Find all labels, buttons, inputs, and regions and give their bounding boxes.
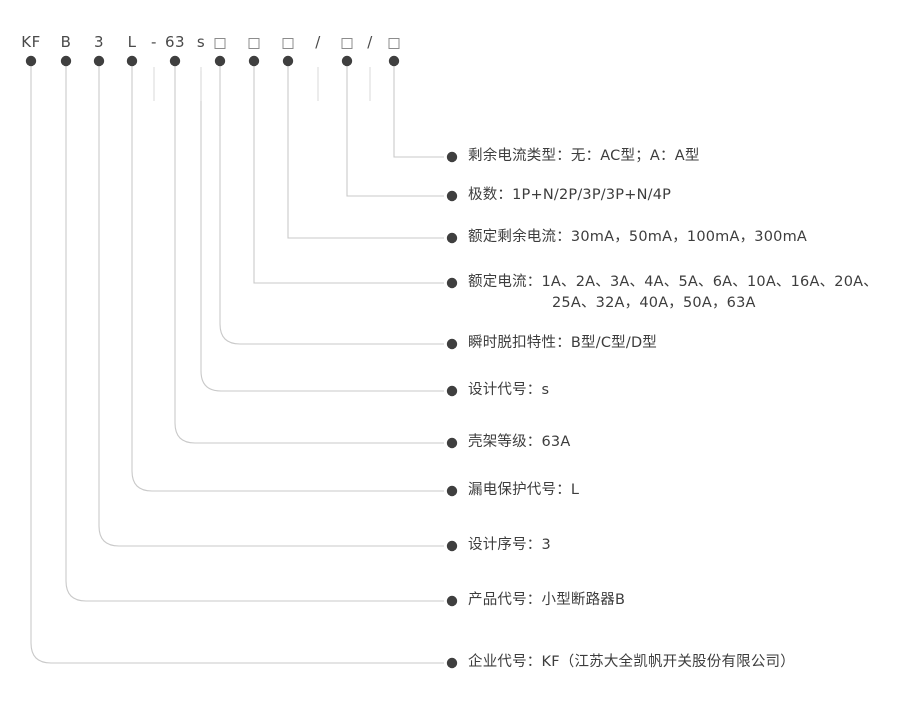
connector-rated-residual-current bbox=[287, 66, 444, 239]
code-box-box5 bbox=[388, 38, 400, 49]
callout-dot-pole-number bbox=[446, 190, 458, 202]
callout-dot-residual-current-type bbox=[446, 151, 458, 163]
code-box-box2 bbox=[248, 38, 260, 49]
callout-label-product-code: 产品代号：小型断路器B bbox=[468, 590, 625, 611]
callout-label-design-code: 设计代号：s bbox=[468, 380, 549, 401]
callout-label-line1: 设计代号：s bbox=[468, 382, 550, 398]
code-char-b: B bbox=[60, 33, 72, 51]
callout-label-line1: 剩余电流类型：无：AC型；A：A型 bbox=[468, 148, 700, 164]
connector-frame-rating bbox=[174, 66, 444, 444]
connector-product-code bbox=[65, 66, 444, 602]
code-char-l: L bbox=[127, 33, 137, 51]
callout-label-line1: 设计序号：3 bbox=[468, 537, 551, 553]
callout-dot-rated-residual-current bbox=[446, 232, 458, 244]
callout-dot-rated-current bbox=[446, 277, 458, 289]
callout-dot-design-code bbox=[446, 385, 458, 397]
callout-label-line1: 漏电保护代号：L bbox=[468, 482, 580, 498]
callout-label-line1: 极数：1P+N/2P/3P/3P+N/4P bbox=[468, 187, 672, 203]
callout-label-design-serial-number: 设计序号：3 bbox=[468, 535, 551, 556]
code-char-3: 3 bbox=[93, 33, 105, 51]
callout-label-residual-current-type: 剩余电流类型：无：AC型；A：A型 bbox=[468, 146, 700, 167]
callout-dot-enterprise-code bbox=[446, 657, 458, 669]
callout-label-line2: 25A、32A，40A，50A，63A bbox=[552, 295, 756, 311]
connector-design-code bbox=[200, 71, 444, 392]
code-dot-box3 bbox=[282, 55, 294, 67]
connector-pole-number bbox=[346, 66, 444, 197]
callout-label-line1: 额定电流：1A、2A、3A、4A、5A、6A、10A、16A、20A、 bbox=[468, 274, 878, 290]
callout-label-line1: 企业代号：KF（江苏大全凯帆开关股份有限公司） bbox=[468, 654, 795, 670]
code-dot-kf bbox=[25, 55, 37, 67]
code-char-slash2: / bbox=[367, 33, 373, 51]
connector-instantaneous-trip-characteristic bbox=[219, 66, 444, 345]
code-dot-box4 bbox=[341, 55, 353, 67]
callout-dot-product-code bbox=[446, 595, 458, 607]
code-box-box3 bbox=[282, 38, 294, 49]
code-box-box1 bbox=[214, 38, 226, 49]
code-dot-box2 bbox=[248, 55, 260, 67]
code-dot-63 bbox=[169, 55, 181, 67]
callout-dot-instantaneous-trip-characteristic bbox=[446, 338, 458, 350]
code-dot-box1 bbox=[214, 55, 226, 67]
code-char-63: 63 bbox=[164, 33, 186, 51]
callout-label-leakage-protection-code: 漏电保护代号：L bbox=[468, 480, 579, 501]
callout-label-instantaneous-trip-characteristic: 瞬时脱扣特性：B型/C型/D型 bbox=[468, 333, 657, 354]
code-dot-box5 bbox=[388, 55, 400, 67]
connector-enterprise-code bbox=[30, 66, 444, 664]
code-char-dash: - bbox=[151, 33, 157, 51]
code-box-box4 bbox=[341, 38, 353, 49]
callout-label-line1: 产品代号：小型断路器B bbox=[468, 592, 626, 608]
code-dot-l bbox=[126, 55, 138, 67]
callout-label-frame-rating: 壳架等级：63A bbox=[468, 432, 570, 453]
code-char-kf: KF bbox=[21, 33, 41, 51]
callout-label-line1: 壳架等级：63A bbox=[468, 434, 571, 450]
callout-label-pole-number: 极数：1P+N/2P/3P/3P+N/4P bbox=[468, 185, 671, 206]
callout-label-enterprise-code: 企业代号：KF（江苏大全凯帆开关股份有限公司） bbox=[468, 652, 795, 673]
callout-dot-design-serial-number bbox=[446, 540, 458, 552]
code-char-slash1: / bbox=[315, 33, 321, 51]
code-char-s: s bbox=[196, 33, 206, 51]
code-dot-3 bbox=[93, 55, 105, 67]
callout-label-line1: 额定剩余电流：30mA，50mA，100mA，300mA bbox=[468, 229, 808, 245]
callout-label-rated-current: 额定电流：1A、2A、3A、4A、5A、6A、10A、16A、20A、 25A、3… bbox=[468, 272, 878, 314]
connector-leakage-protection-code bbox=[131, 66, 444, 492]
callout-label-rated-residual-current: 额定剩余电流：30mA，50mA，100mA，300mA bbox=[468, 227, 807, 248]
callout-dot-leakage-protection-code bbox=[446, 485, 458, 497]
callout-label-line1: 瞬时脱扣特性：B型/C型/D型 bbox=[468, 335, 658, 351]
code-dot-b bbox=[60, 55, 72, 67]
connector-rated-current bbox=[253, 66, 444, 284]
connector-residual-current-type bbox=[393, 66, 444, 158]
connector-design-serial-number bbox=[98, 66, 444, 547]
callout-dot-frame-rating bbox=[446, 437, 458, 449]
